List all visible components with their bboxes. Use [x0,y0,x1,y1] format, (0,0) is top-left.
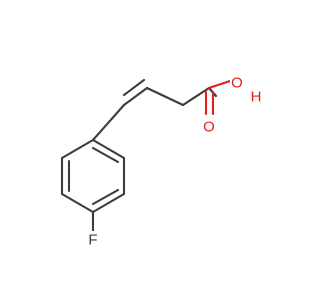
ring-inner-bottom-right [91,188,120,206]
carbonyl-o-label: O [203,119,215,136]
hydroxyl-h-label: H [251,89,262,106]
ring-bond-bottom-right [91,192,126,214]
c-oh-bond [207,78,235,90]
hydroxyl-o-label-bg [230,74,244,92]
ring-to-vinyl-bond [91,103,126,142]
carbonyl-o-label-bg [202,118,216,136]
cis-double-bond-outer [122,86,149,107]
fluorine-label-bg [86,231,100,249]
ring-bond-bottom-left [60,192,95,214]
vinyl-to-ch2-bond [145,86,185,107]
ring-bond-top-right [91,138,126,160]
ch2-to-ch2-bond [181,86,211,107]
molecule-structure: F O H O [60,74,261,249]
bond-layer [60,78,235,236]
atom-labels: F O H O [86,74,261,249]
ring-inner-top-right [91,146,120,164]
fluorine-label: F [88,232,97,249]
cis-double-bond-inner [122,78,146,97]
hydroxyl-o-label: O [231,75,243,92]
ring-bond-top-left [60,138,95,160]
